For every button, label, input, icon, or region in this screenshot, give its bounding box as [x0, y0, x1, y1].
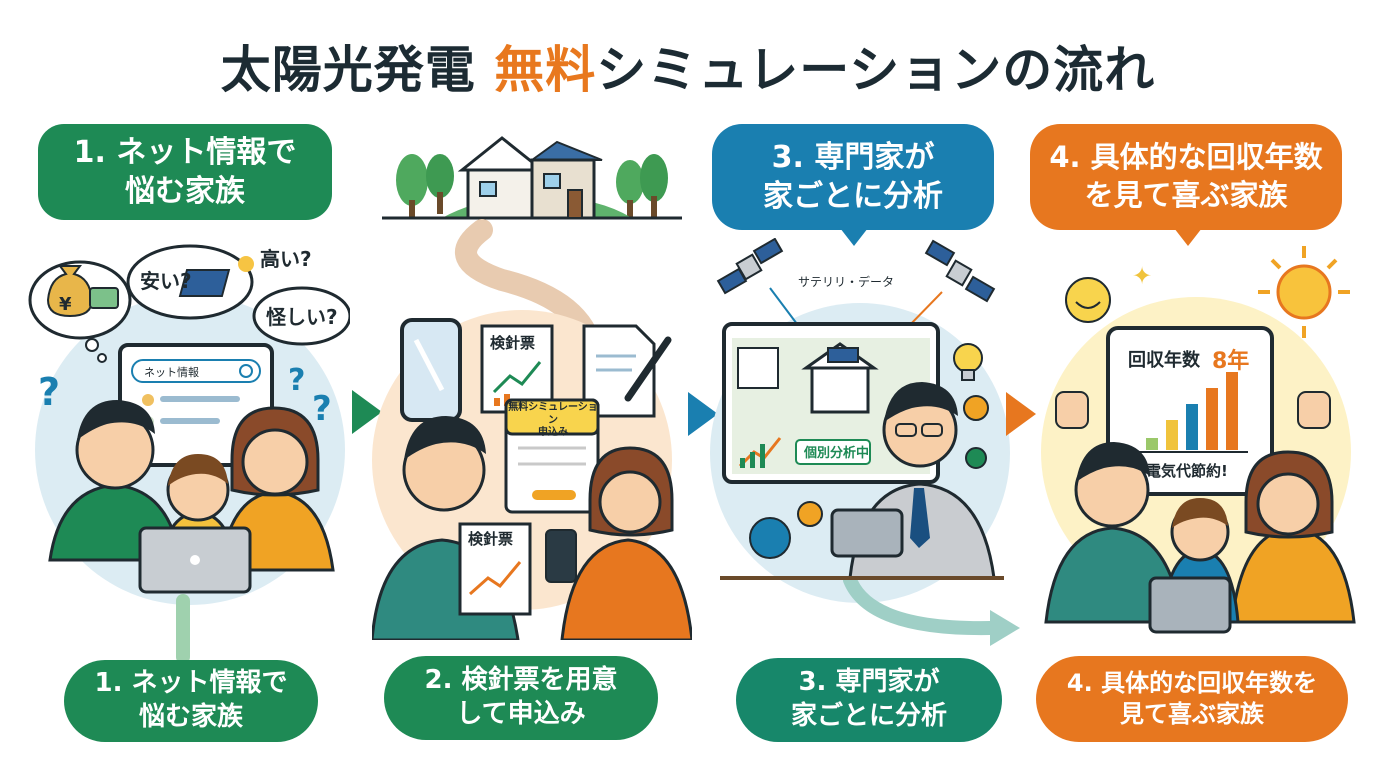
step3-top-badge: 3. 専門家が 家ごとに分析 — [712, 124, 994, 230]
gear-icon — [965, 447, 987, 469]
step1-scene: ? ? ? ¥ 安い? 高い? 怪しい? — [20, 240, 350, 640]
search-text: ネット情報 — [144, 366, 199, 379]
thumbs-up-icon — [1055, 391, 1089, 429]
step3-top-label: 3. 専門家が 家ごとに分析 — [763, 140, 943, 214]
money-thought-bubble-icon — [28, 260, 132, 363]
laptop-icon — [138, 526, 252, 594]
solar-thought-bubble-icon — [126, 244, 254, 320]
meter-slip-top-label: 検針票 — [490, 334, 535, 352]
tablet-icon — [1148, 576, 1232, 634]
tablet-icon — [830, 508, 904, 558]
payback-tablet-icon — [1106, 326, 1274, 496]
father-figure — [1044, 442, 1184, 624]
question-mark-icon: ? — [38, 370, 60, 414]
search-icon — [239, 364, 253, 378]
step1-top-label: 1. ネット情報で 悩む家族 — [73, 135, 297, 209]
page-title: 太陽光発電 無料シミュレーションの流れ — [0, 30, 1376, 102]
smartphone-icon — [400, 318, 462, 422]
title-rest: シミュレーションの流れ — [596, 41, 1156, 99]
arrow-right-icon — [1006, 392, 1036, 436]
badge-tail — [1174, 228, 1202, 246]
step4-top-label: 4. 具体的な回収年数 を見て喜ぶ家族 — [1049, 140, 1323, 212]
step2-bottom-label: 2. 検針票を用意 して申込み — [424, 665, 618, 729]
sun-icon — [1258, 246, 1350, 338]
expert-figure — [830, 382, 996, 580]
step3-scene: サテリリ・データ 個別分析中 — [710, 238, 1010, 638]
step1-connector — [176, 594, 190, 664]
form-title: 無料シミュレーション 申込み — [508, 402, 598, 438]
step4-illustration: ✦ 回収年数 8年 電気代節約! — [1041, 246, 1356, 634]
badge-tail — [840, 228, 868, 246]
house-icon — [382, 136, 682, 220]
question-mark-icon: ? — [312, 389, 332, 429]
payback-value: 8年 — [1212, 348, 1249, 374]
savings-label: 電気代節約! — [1146, 462, 1228, 480]
gear-icon — [749, 517, 791, 559]
step2-illustration: 検針票 検針票 — [372, 136, 692, 640]
satellite-label: サテリリ・データ — [798, 274, 894, 289]
thumbs-up-icon — [1297, 391, 1331, 429]
bubble-suspicious: 怪しい? — [266, 305, 338, 329]
title-accent: 無料 — [494, 41, 597, 99]
step1-bottom-badge: 1. ネット情報で 悩む家族 — [64, 660, 318, 742]
bubble-cheap: 安い? — [140, 269, 192, 293]
question-mark-icon: ? — [288, 363, 305, 398]
lightbulb-icon — [953, 343, 983, 381]
yen-symbol: ¥ — [59, 294, 72, 315]
step3-illustration: サテリリ・データ 個別分析中 — [710, 238, 1010, 603]
application-form-icon — [504, 398, 600, 514]
gear-icon — [797, 501, 823, 527]
mother-figure — [560, 446, 692, 640]
step1-bottom-label: 1. ネット情報で 悩む家族 — [94, 668, 288, 732]
step1-illustration: ? ? ? ¥ 安い? 高い? 怪しい? — [28, 244, 350, 605]
bubble-expensive: 高い? — [260, 247, 312, 271]
meter-slip-icon — [458, 522, 532, 616]
satellite-icon — [924, 239, 996, 303]
step3-bottom-badge: 3. 専門家が 家ごとに分析 — [736, 658, 1002, 742]
sparkle-icon: ✦ — [1132, 262, 1152, 290]
meter-slip-hand-label: 検針票 — [468, 530, 513, 548]
smiley-icon — [1065, 277, 1111, 323]
step2-bottom-badge: 2. 検針票を用意 して申込み — [384, 656, 658, 740]
step4-scene: ✦ 回収年数 8年 電気代節約! — [1036, 242, 1356, 642]
analyzing-label: 個別分析中 — [803, 445, 869, 461]
step4-top-badge: 4. 具体的な回収年数 を見て喜ぶ家族 — [1030, 124, 1342, 230]
title-main: 太陽光発電 — [220, 41, 495, 99]
step1-top-badge: 1. ネット情報で 悩む家族 — [38, 124, 332, 220]
thought-bubble-icon — [252, 286, 350, 346]
payback-label: 回収年数 — [1128, 349, 1201, 371]
mother-figure — [1230, 450, 1356, 624]
step4-bottom-label: 4. 具体的な回収年数を 見て喜ぶ家族 — [1066, 668, 1318, 728]
step4-bottom-badge: 4. 具体的な回収年数を 見て喜ぶ家族 — [1036, 656, 1348, 742]
curved-arrow-icon — [843, 580, 1020, 646]
gear-icon — [963, 395, 989, 421]
satellite-icon — [716, 238, 784, 295]
mother-figure — [218, 406, 335, 572]
step3-bottom-label: 3. 専門家が 家ごとに分析 — [790, 667, 947, 731]
step2-scene: 検針票 検針票 — [372, 130, 692, 640]
smartphone-icon — [545, 529, 577, 583]
